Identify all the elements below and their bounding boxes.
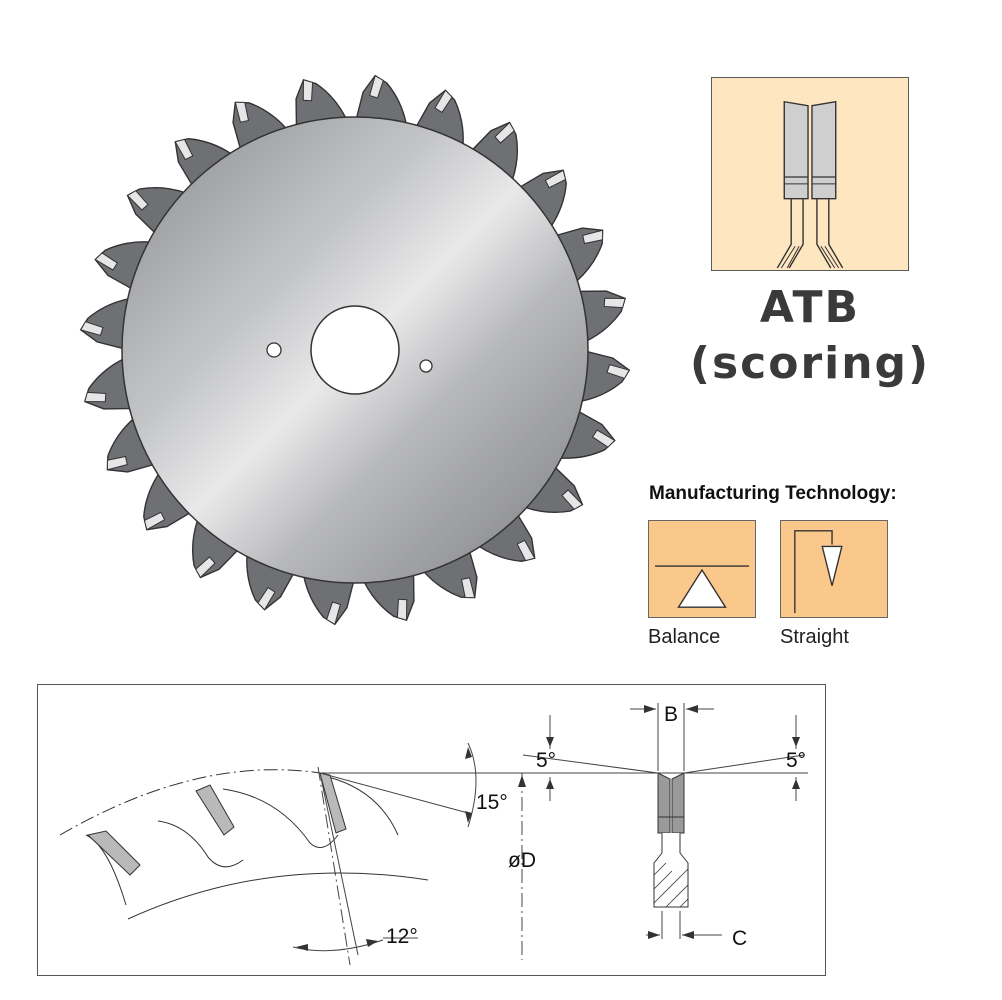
carbide-tip <box>369 74 384 99</box>
carbide-tip <box>94 252 119 271</box>
carbide-tip <box>234 101 250 123</box>
carbide-tip <box>582 229 604 245</box>
pin-hole-right <box>419 359 433 373</box>
carbide-tip <box>591 429 616 448</box>
carbide-tip <box>257 586 276 611</box>
tooth-profile-panel <box>711 77 909 271</box>
carbide-tip <box>561 489 584 510</box>
carbide-tip <box>84 391 107 403</box>
straight-icon <box>780 520 888 618</box>
body-label: C <box>732 927 747 950</box>
carbide-tip <box>126 190 149 211</box>
carbide-tip <box>302 79 314 102</box>
tooth-geometry-drawing: B C øD 5° 5° 15° 12° <box>37 684 826 976</box>
balance-label: Balance <box>648 626 721 648</box>
carbide-tip <box>174 138 194 161</box>
diameter-label: øD <box>508 849 536 872</box>
balance-icon <box>648 520 756 618</box>
carbide-tip <box>606 364 631 379</box>
atb-tooth-icon <box>776 100 844 269</box>
carbide-tip <box>79 321 104 336</box>
bevel-left-label: 5° <box>536 749 556 772</box>
carbide-tip <box>195 556 216 579</box>
arbor-hole <box>310 305 400 395</box>
carbide-tip <box>603 297 626 309</box>
carbide-tip <box>326 601 341 626</box>
carbide-tip <box>143 511 166 531</box>
straight-label: Straight <box>780 626 849 648</box>
carbide-tip <box>516 539 536 562</box>
pin-hole-left <box>266 342 282 358</box>
tooth-type-name: ATB <box>759 282 861 333</box>
manufacturing-heading: Manufacturing Technology: <box>649 483 897 504</box>
thickness-label: B <box>664 703 678 726</box>
carbide-tip <box>396 598 408 621</box>
saw-blade-illustration <box>79 74 631 626</box>
carbide-tip <box>460 577 476 599</box>
carbide-tip <box>494 121 515 144</box>
tooth-type-subtitle: (scoring) <box>689 338 931 389</box>
carbide-tip <box>434 89 453 114</box>
bevel-right-label: 5° <box>786 749 806 772</box>
carbide-tip <box>106 455 128 471</box>
carbide-tip <box>544 169 567 189</box>
clearance-angle-label: 15° <box>476 791 508 814</box>
hook-angle-label: 12° <box>386 925 418 948</box>
